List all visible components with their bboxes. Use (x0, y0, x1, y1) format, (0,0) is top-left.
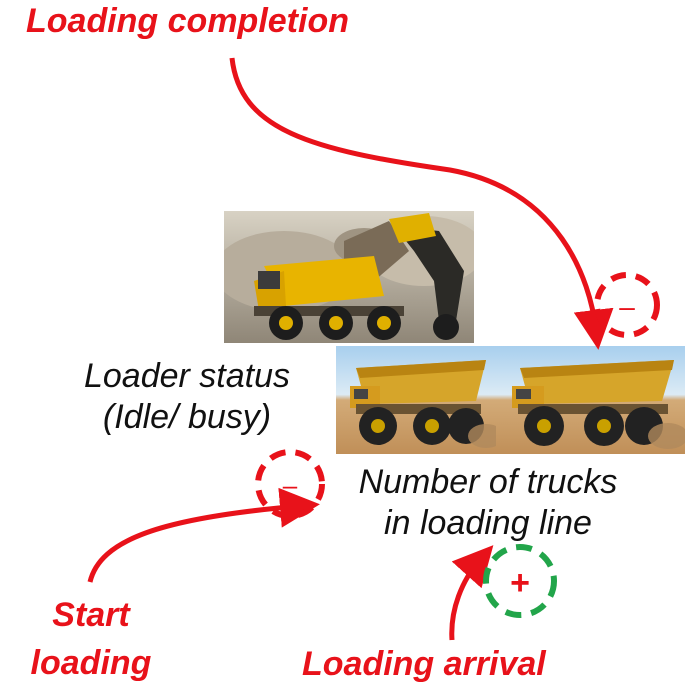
minus-sign-left: – (255, 449, 325, 519)
loader-status-label: Loader status (Idle/ busy) (52, 356, 322, 438)
loader-photo (224, 211, 474, 343)
minus-sign-top: – (594, 272, 660, 338)
plus-sign: + (483, 544, 557, 618)
arrow-loading-completion (229, 57, 614, 350)
arrow-loading-arrival (449, 545, 494, 641)
dump-truck-photo-2 (496, 346, 685, 454)
arrow-start-loading (87, 487, 320, 583)
loading-completion-label: Loading completion (26, 2, 349, 40)
dump-truck-photo-1 (336, 346, 496, 454)
dump-truck-photo-icon (496, 346, 685, 454)
loader-status-line2: (Idle/ busy) (102, 397, 272, 436)
svg-text:–: – (283, 470, 298, 500)
loader-status-line1: Loader status (83, 357, 291, 395)
loader-truck-photo-icon (224, 211, 474, 343)
start-loading-line2: loading (30, 643, 152, 682)
trucks-line2: in loading line (384, 503, 592, 542)
loading-arrival-label: Loading arrival (302, 645, 546, 683)
svg-text:–: – (619, 291, 635, 322)
trucks-in-line-label: Number of trucks in loading line (318, 462, 658, 544)
dump-truck-photo-icon (336, 346, 496, 454)
start-loading-line1: Start (52, 596, 130, 634)
svg-text:+: + (510, 564, 530, 602)
start-loading-label: Start loading (16, 592, 166, 687)
trucks-line1: Number of trucks (358, 463, 618, 501)
